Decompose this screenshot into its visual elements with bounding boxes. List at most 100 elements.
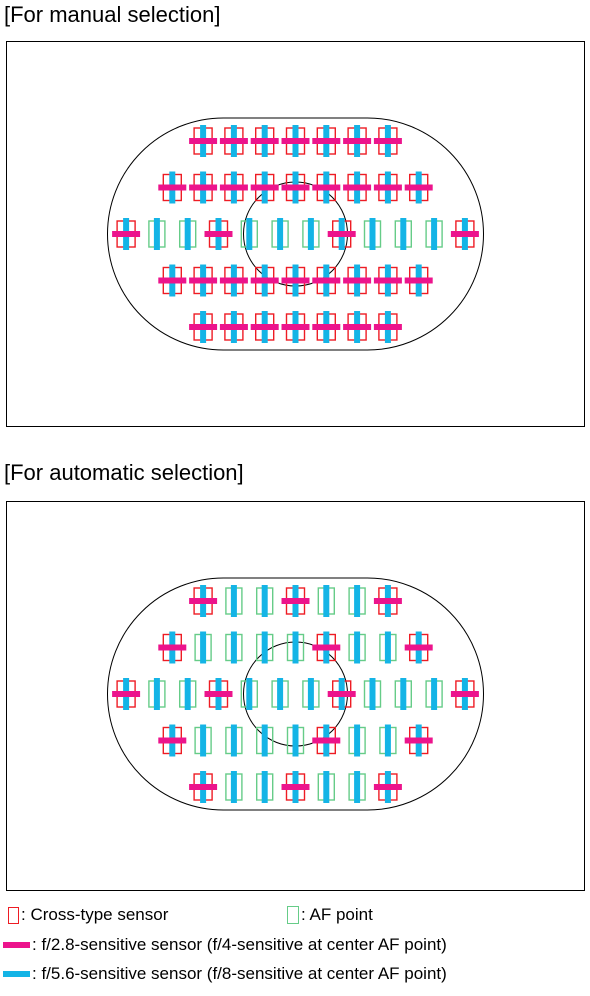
f28-sensor-bar (327, 691, 356, 697)
f28-sensor-bar (281, 138, 310, 144)
f28-sensor-bar (373, 598, 402, 604)
f56-sensor-bar (184, 678, 191, 710)
legend-cross-type: : Cross-type sensor (8, 904, 168, 926)
f28-sensor-bar (373, 324, 402, 330)
f56-sensor-bar (277, 678, 284, 710)
f28-sensor-bar (112, 691, 141, 697)
f28-sensor-bar (404, 644, 433, 651)
viewfinder-frame (6, 41, 585, 427)
f56-sensor-bar (230, 585, 237, 617)
legend-f56: : f/5.6-sensitive sensor (f/8-sensitive … (3, 963, 447, 985)
manual-selection-heading: [For manual selection] (4, 2, 221, 27)
f28-sensor-bar (312, 324, 341, 330)
viewfinder-frame (6, 501, 585, 891)
legend-f28-label: : f/2.8-sensitive sensor (f/4-sensitive … (32, 935, 447, 954)
legend-af-point-label: : AF point (301, 905, 373, 924)
f56-sensor-bar (354, 771, 361, 803)
legend-cross-type-label: : Cross-type sensor (21, 905, 169, 924)
f28-sensor-bar (281, 598, 310, 604)
f56-sensor-bar (261, 771, 268, 803)
f28-sensor-bar (281, 277, 310, 284)
af-point-swatch-icon (287, 906, 299, 924)
f56-sensor-bar (261, 631, 268, 664)
f56-sensor-bar (230, 724, 237, 757)
f56-sensor-bar (230, 631, 237, 664)
f28-sensor-bar (312, 184, 341, 191)
f28-sensor-bar (219, 277, 248, 284)
f28-sensor-bar (312, 644, 341, 651)
legend-f56-label: : f/5.6-sensitive sensor (f/8-sensitive … (32, 964, 447, 983)
af-area-outline (107, 117, 484, 351)
f56-sensor-bar (153, 218, 160, 250)
f28-sensor-bar (404, 737, 433, 744)
f56-sensor-bar (277, 218, 284, 250)
f28-sensor-bar (373, 184, 402, 191)
f56-sensor-bar (384, 724, 391, 757)
automatic-selection-heading: [For automatic selection] (4, 460, 244, 485)
f28-sensor-bar (281, 184, 310, 191)
f28-bar-swatch-icon (3, 942, 30, 948)
f28-sensor-bar (373, 277, 402, 284)
f28-sensor-bar (158, 644, 187, 651)
af-area-outline (107, 577, 484, 811)
f56-sensor-bar (400, 678, 407, 710)
f56-sensor-bar (246, 678, 253, 710)
f28-sensor-bar (189, 277, 218, 284)
legend-f28: : f/2.8-sensitive sensor (f/4-sensitive … (3, 934, 447, 956)
f28-sensor-bar (281, 324, 310, 330)
f56-sensor-bar (400, 218, 407, 250)
f56-sensor-bar (153, 678, 160, 710)
f28-sensor-bar (189, 138, 218, 144)
f56-sensor-bar (307, 218, 314, 250)
f28-sensor-bar (343, 184, 372, 191)
f28-sensor-bar (281, 784, 310, 790)
f28-sensor-bar (250, 277, 279, 284)
manual-selection-panel (6, 41, 585, 427)
f28-sensor-bar (158, 184, 187, 191)
f56-sensor-bar (369, 678, 376, 710)
f28-sensor-bar (343, 138, 372, 144)
f56-sensor-bar (200, 631, 207, 664)
f56-sensor-bar (246, 218, 253, 250)
f28-sensor-bar (343, 324, 372, 330)
f56-sensor-bar (323, 771, 330, 803)
f28-sensor-bar (219, 184, 248, 191)
f28-sensor-bar (343, 277, 372, 284)
f28-sensor-bar (373, 784, 402, 790)
f28-sensor-bar (250, 324, 279, 330)
f28-sensor-bar (404, 184, 433, 191)
automatic-af-diagram (6, 501, 585, 891)
f56-sensor-bar (354, 585, 361, 617)
f56-sensor-bar (431, 678, 438, 710)
legend-af-point: : AF point (287, 904, 373, 926)
automatic-selection-panel (6, 501, 585, 891)
f28-sensor-bar (219, 324, 248, 330)
f28-sensor-bar (404, 277, 433, 284)
f56-sensor-bar (431, 218, 438, 250)
f28-sensor-bar (450, 231, 479, 237)
f56-sensor-bar (384, 631, 391, 664)
f28-sensor-bar (219, 138, 248, 144)
f56-sensor-bar (261, 724, 268, 757)
f56-sensor-bar (261, 585, 268, 617)
f28-sensor-bar (250, 184, 279, 191)
f28-sensor-bar (158, 737, 187, 744)
f28-sensor-bar (189, 598, 218, 604)
manual-af-diagram (6, 41, 585, 427)
f56-sensor-bar (230, 771, 237, 803)
f28-sensor-bar (204, 691, 233, 697)
f28-sensor-bar (312, 277, 341, 284)
f56-sensor-bar (292, 631, 299, 664)
f28-sensor-bar (189, 784, 218, 790)
f28-sensor-bar (312, 138, 341, 144)
f56-sensor-bar (292, 724, 299, 757)
f56-sensor-bar (307, 678, 314, 710)
f56-sensor-bar (184, 218, 191, 250)
f56-sensor-bar (354, 631, 361, 664)
f28-sensor-bar (204, 231, 233, 237)
f28-sensor-bar (250, 138, 279, 144)
f28-sensor-bar (158, 277, 187, 284)
f28-sensor-bar (189, 324, 218, 330)
f28-sensor-bar (373, 138, 402, 144)
cross-type-swatch-icon (8, 906, 19, 924)
